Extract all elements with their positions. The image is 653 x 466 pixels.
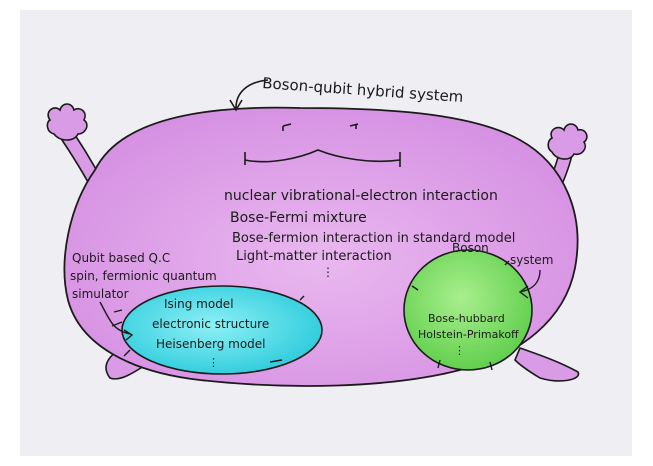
- face: [244, 123, 401, 167]
- left-arrow: [99, 301, 134, 341]
- right-cell-text: Bose-hubbard Holstein-Primakoff ⋮: [418, 312, 519, 357]
- left-item: electronic structure: [152, 317, 269, 331]
- left-cell-cilia: [111, 295, 305, 363]
- left-label-line: Qubit based Q.C: [72, 251, 170, 265]
- right-label-line: system: [510, 253, 553, 267]
- right-item: Holstein-Primakoff: [418, 328, 519, 341]
- left-label-line: spin, fermionic quantum: [70, 269, 217, 283]
- left-item: Ising model: [164, 297, 234, 311]
- left-item: Heisenberg model: [156, 337, 266, 351]
- right-item: Bose-hubbard: [428, 312, 505, 325]
- center-item: Bose-fermion interaction in standard mod…: [232, 231, 515, 246]
- center-item: ⋮: [322, 265, 334, 279]
- right-label: Boson system: [452, 241, 553, 267]
- right-label-line: Boson: [452, 241, 489, 255]
- left-cell: [121, 285, 323, 375]
- right-cell-cilia: [411, 260, 510, 371]
- right-arrow: [518, 269, 541, 299]
- right-item: ⋮: [454, 344, 465, 357]
- title-arrow: [229, 79, 269, 112]
- right-cell: [403, 249, 533, 371]
- center-item: Bose-Fermi mixture: [230, 210, 367, 226]
- center-item: nuclear vibrational-electron interaction: [224, 188, 498, 204]
- left-label: Qubit based Q.C spin, fermionic quantum …: [70, 251, 217, 301]
- center-item: Light-matter interaction: [236, 249, 392, 264]
- center-text: nuclear vibrational-electron interaction…: [224, 188, 515, 279]
- left-cell-text: Ising model electronic structure Heisenb…: [152, 297, 269, 369]
- title: Boson-qubit hybrid system: [262, 74, 464, 106]
- left-label-line: simulator: [72, 287, 129, 301]
- left-item: ⋮: [208, 356, 219, 369]
